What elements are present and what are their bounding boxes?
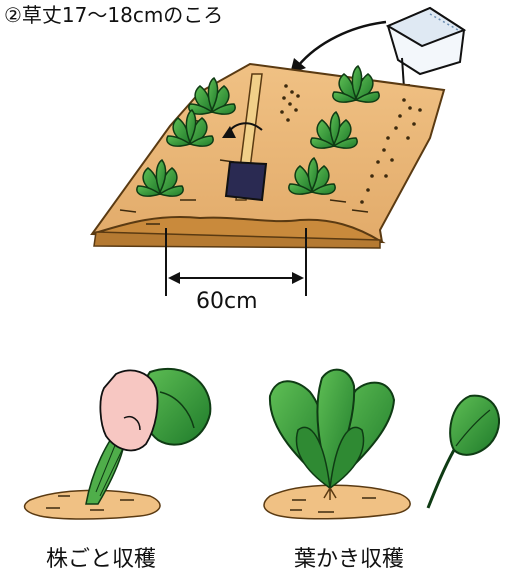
- whole-plant-harvest-illustration: [25, 369, 211, 519]
- trowel-icon: [226, 162, 266, 200]
- spacing-label: 60cm: [196, 289, 258, 314]
- caption-leaf-pick-harvest: 葉かき収穫: [294, 547, 404, 572]
- raised-soil-bed: [92, 64, 444, 248]
- fertilizer-scoop-icon: [388, 8, 464, 96]
- leaf-pick-harvest-illustration: [264, 370, 499, 519]
- stage-caption: ②草丈17～18cmのころ: [4, 3, 223, 27]
- caption-whole-plant-harvest: 株ごと収穫: [46, 547, 156, 572]
- curved-arrow-icon: [290, 22, 386, 74]
